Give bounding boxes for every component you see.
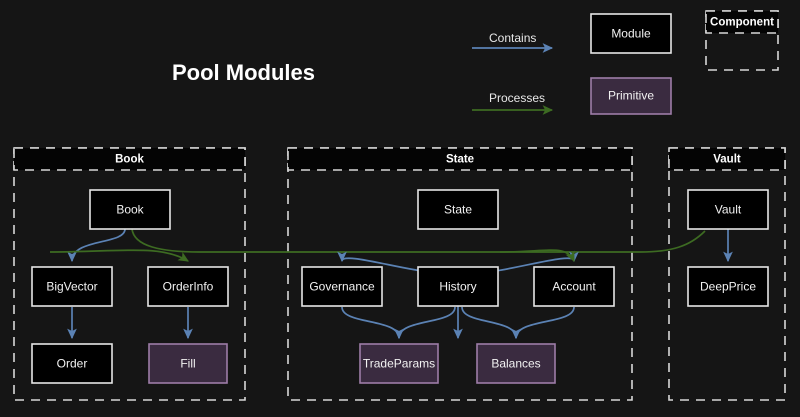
edge-state-account-processes xyxy=(499,249,575,262)
node-bigvector[interactable]: BigVector xyxy=(31,266,113,307)
nodes: Book BigVector OrderInfo Order Fill S xyxy=(31,189,769,384)
component-state: State xyxy=(287,147,633,401)
edge-book-orderinfo xyxy=(49,249,189,262)
component-vault: Vault xyxy=(668,147,786,401)
node-tradeparams-label: TradeParams xyxy=(363,357,435,371)
component-book-label: Book xyxy=(115,154,144,166)
component-state-label: State xyxy=(446,154,474,166)
node-fill-label: Fill xyxy=(180,357,195,371)
legend-module-label: Module xyxy=(611,27,651,41)
node-history-label: History xyxy=(439,280,476,294)
component-vault-label: Vault xyxy=(713,154,741,166)
node-order-label: Order xyxy=(57,357,88,371)
edge-governance-tradeparams xyxy=(341,306,404,340)
component-book-header xyxy=(13,147,246,171)
component-state-header xyxy=(287,147,633,171)
legend-primitive-swatch xyxy=(590,77,672,115)
edge-book-orderinfo-trunk xyxy=(131,228,706,253)
node-account-label: Account xyxy=(552,280,596,294)
node-order[interactable]: Order xyxy=(31,343,113,384)
component-vault-frame xyxy=(668,147,786,401)
node-vault-label: Vault xyxy=(715,203,742,217)
legend-processes-label: Processes xyxy=(489,91,545,105)
node-account[interactable]: Account xyxy=(533,266,615,307)
node-orderinfo-label: OrderInfo xyxy=(163,280,214,294)
node-history[interactable]: History xyxy=(417,266,499,307)
page-title: Pool Modules xyxy=(172,60,315,85)
edge-history-tradeparams xyxy=(394,306,456,340)
node-bigvector-label: BigVector xyxy=(46,280,97,294)
edge-account-balances xyxy=(511,306,575,340)
legend: Contains Processes Module Primitive Comp… xyxy=(472,10,779,115)
component-book: Book xyxy=(13,147,246,401)
legend-contains-label: Contains xyxy=(489,31,536,45)
node-tradeparams[interactable]: TradeParams xyxy=(359,343,439,384)
component-vault-header xyxy=(668,147,786,171)
node-book[interactable]: Book xyxy=(89,189,171,230)
node-governance[interactable]: Governance xyxy=(301,266,383,307)
node-deepprice[interactable]: DeepPrice xyxy=(687,266,769,307)
node-book-label: Book xyxy=(116,203,144,217)
legend-component-header xyxy=(705,10,779,34)
legend-module-swatch xyxy=(590,13,672,54)
node-governance-label: Governance xyxy=(309,280,375,294)
edge-history-balances xyxy=(461,306,521,340)
legend-component-label: Component xyxy=(710,17,774,29)
node-balances[interactable]: Balances xyxy=(476,343,556,384)
legend-primitive-label: Primitive xyxy=(608,89,654,103)
node-orderinfo[interactable]: OrderInfo xyxy=(147,266,229,307)
edge-book-bigvector xyxy=(67,228,126,263)
node-vault[interactable]: Vault xyxy=(687,189,769,230)
component-state-frame xyxy=(287,147,633,401)
node-deepprice-label: DeepPrice xyxy=(700,280,756,294)
node-fill[interactable]: Fill xyxy=(148,343,228,384)
node-state[interactable]: State xyxy=(417,189,499,230)
node-state-label: State xyxy=(444,203,472,217)
edges xyxy=(49,228,733,340)
node-balances-label: Balances xyxy=(491,357,540,371)
